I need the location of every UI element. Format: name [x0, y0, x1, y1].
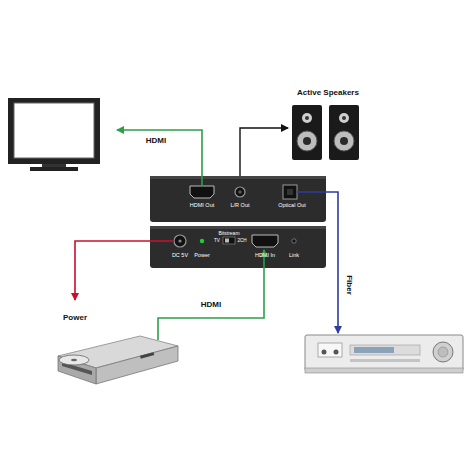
wire-label: HDMI — [201, 301, 221, 309]
node-text: Bitstream — [218, 231, 239, 236]
extractor-bottom-panel — [225, 239, 229, 243]
av-receiver — [354, 347, 394, 353]
signal-wires — [158, 250, 264, 340]
node-text: Link — [289, 253, 299, 259]
node-text: Active Speakers — [297, 89, 359, 97]
extractor-bottom-panel — [223, 237, 235, 244]
wire-label: HDMI — [146, 137, 166, 145]
node-text: 2CH — [237, 239, 246, 244]
tv-set — [8, 98, 100, 164]
speaker-pair — [292, 105, 359, 160]
av-receiver — [334, 350, 339, 355]
extractor-top-panel — [150, 176, 326, 222]
av-receiver — [318, 343, 342, 357]
speaker-group: Active Speakers — [288, 84, 364, 164]
speaker-pair — [342, 116, 346, 120]
speaker-pair — [339, 113, 349, 123]
dvd-player — [96, 346, 178, 384]
av-receiver — [350, 345, 420, 355]
speaker-pair — [305, 116, 309, 120]
av-receiver — [305, 335, 463, 371]
extractor-bottom-panel — [252, 235, 278, 247]
tv-set — [30, 167, 78, 171]
signal-wires — [117, 130, 202, 186]
dvd-player — [71, 359, 77, 361]
speaker-pair — [302, 113, 312, 123]
extractor-bottom-panel — [200, 239, 204, 243]
extractor-top-panel — [150, 176, 326, 179]
speaker-pair — [329, 105, 359, 160]
extractor-bottom-panel — [150, 226, 326, 268]
wire-label: Fiber — [345, 275, 353, 295]
extractor-bottom-panel — [178, 239, 181, 242]
av-receiver — [322, 350, 327, 355]
speaker-pair — [303, 137, 311, 145]
dvd-player — [58, 356, 96, 384]
speaker-pair — [334, 131, 354, 151]
speaker-pair — [340, 137, 348, 145]
av-receiver — [305, 368, 463, 373]
node-text: TV — [214, 239, 220, 244]
node-text: Optical Out — [278, 203, 306, 209]
speaker-pair — [292, 105, 322, 160]
node-text: HDMI Out — [190, 203, 214, 209]
node-text: Power — [194, 253, 210, 259]
extractor-top-panel — [287, 189, 293, 195]
node-text: DC 5V — [172, 253, 188, 259]
extractor-top-panel — [238, 190, 242, 194]
tv-set — [8, 98, 100, 171]
speaker-pair — [297, 131, 317, 151]
top-panel: HDMI Out L/R Out Optical Out — [150, 176, 326, 222]
dvd-player — [59, 355, 89, 365]
node-text: HDMI In — [255, 253, 275, 259]
av-receiver — [438, 347, 448, 357]
extractor-top-panel — [190, 186, 214, 198]
dvd-player — [140, 352, 154, 359]
extractor-bottom-panel — [150, 226, 326, 268]
bottom-panel: DC 5V Power BitstreamTV 2CH HDMI In Link — [150, 226, 326, 268]
extractor-top-panel — [283, 185, 297, 199]
extractor-bottom-panel — [150, 226, 326, 229]
av-receiver — [350, 359, 420, 362]
signal-wires — [75, 130, 338, 340]
node-text: L/R Out — [231, 203, 250, 209]
audio-connector — [240, 128, 288, 176]
wire-label: Power — [63, 314, 87, 322]
dvd-player — [58, 336, 178, 384]
signal-wires — [75, 241, 174, 300]
signal-wires — [297, 192, 338, 333]
extractor-top-panel — [150, 176, 326, 222]
extractor-bottom-panel — [292, 239, 296, 243]
tv-set — [14, 103, 94, 158]
extractor-top-panel — [235, 187, 245, 197]
av-receiver — [433, 342, 453, 362]
extractor-bottom-panel — [174, 235, 186, 247]
av-receiver — [305, 335, 463, 373]
